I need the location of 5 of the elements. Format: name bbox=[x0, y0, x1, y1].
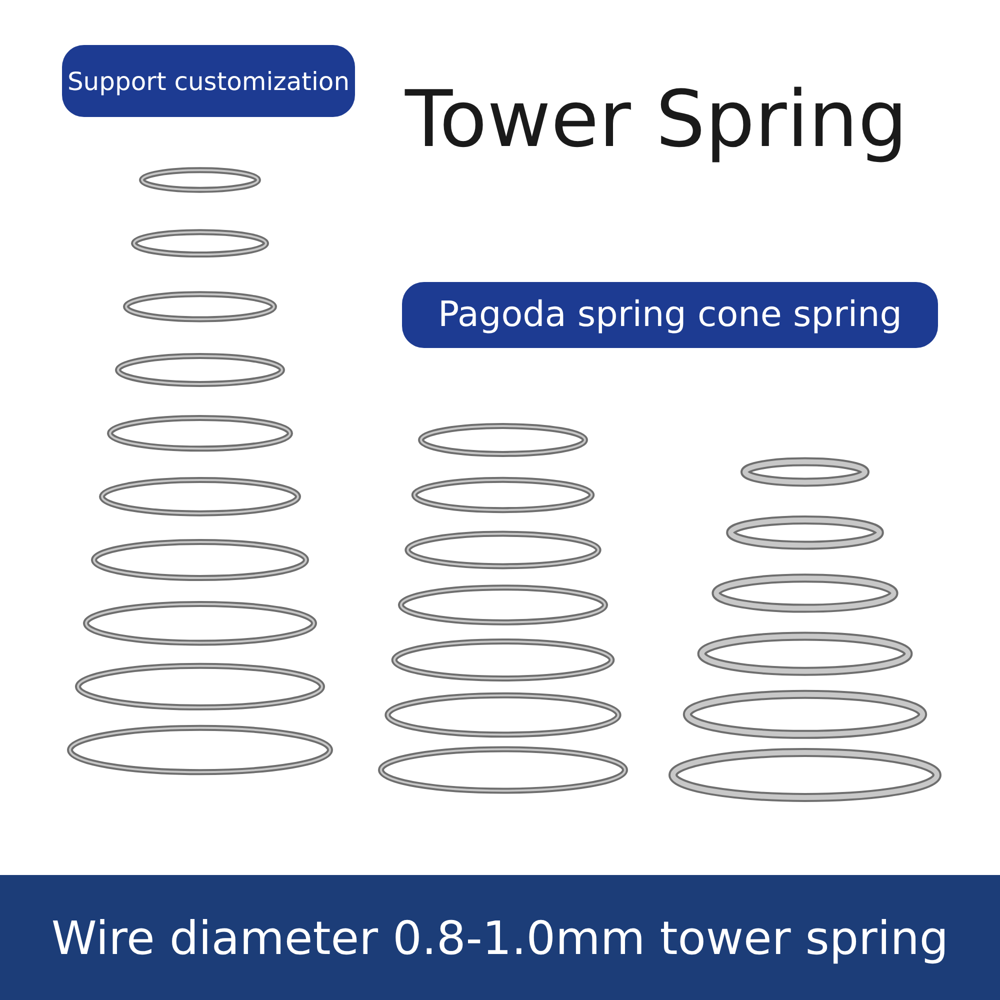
subtitle-badge: Pagoda spring cone spring bbox=[402, 282, 938, 348]
title: Tower Spring bbox=[405, 78, 908, 164]
caption-text: Wire diameter 0.8-1.0mm tower spring bbox=[51, 910, 949, 964]
footer-banner bbox=[0, 875, 1000, 1000]
badge-label: Support customization bbox=[62, 45, 355, 117]
